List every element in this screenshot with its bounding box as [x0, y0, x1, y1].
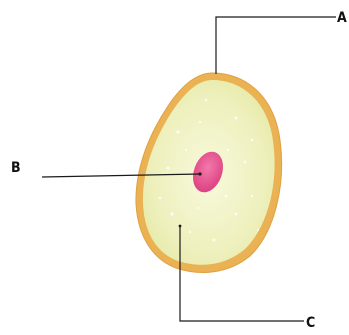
leader-b-endpoint [198, 172, 202, 176]
label-a: A [337, 10, 347, 26]
leader-line-a [215, 16, 336, 74]
nucleus [193, 151, 223, 193]
leader-line-c [179, 226, 304, 322]
label-b: B [11, 160, 21, 176]
label-c: C [306, 315, 315, 331]
cytoplasm-granules [158, 98, 259, 242]
leader-c-endpoint [178, 224, 182, 228]
leader-line-b [41, 173, 201, 178]
